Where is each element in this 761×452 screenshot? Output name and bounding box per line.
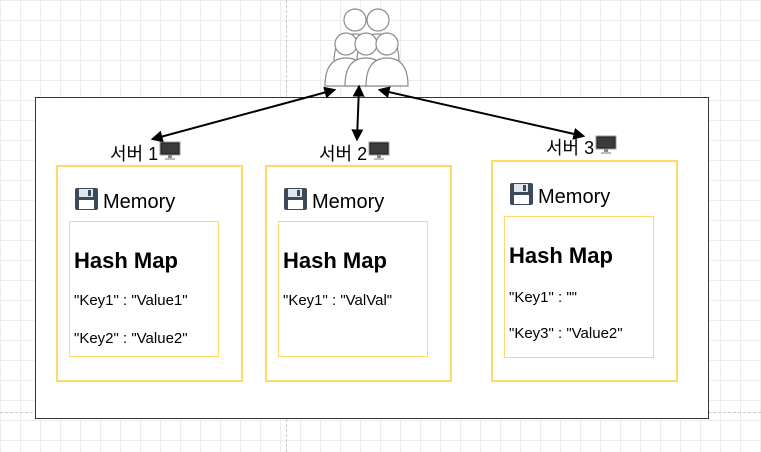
floppy-disk-icon bbox=[283, 187, 309, 217]
map-entry: "Key3" : "Value2" bbox=[509, 325, 623, 342]
memory-label: Memory bbox=[103, 190, 176, 213]
map-entry: "Key2" : "Value2" bbox=[74, 330, 188, 347]
server-3-name: 서버 3 bbox=[546, 137, 595, 158]
server-2-name: 서버 2 bbox=[319, 143, 368, 164]
arrow-users-server-1 bbox=[150, 86, 337, 143]
map-entry: "Key1" : "" bbox=[509, 289, 577, 306]
memory-title: Memory bbox=[509, 182, 610, 212]
server-3-memory: Memory Hash Map "Key1" : "" "Key3" : "Va… bbox=[491, 160, 678, 382]
memory-label: Memory bbox=[538, 185, 611, 208]
server-1-memory: Memory Hash Map "Key1" : "Value1" "Key2"… bbox=[56, 165, 243, 382]
hash-map-title: Hash Map bbox=[74, 248, 178, 273]
server-1-label: 서버 1 bbox=[110, 139, 182, 166]
floppy-disk-icon bbox=[74, 187, 100, 217]
map-entry: "Key1" : "ValVal" bbox=[283, 292, 393, 309]
server-2-memory: Memory Hash Map "Key1" : "ValVal" bbox=[265, 165, 452, 382]
desktop-computer-icon bbox=[594, 133, 618, 160]
memory-label: Memory bbox=[312, 190, 385, 213]
map-entry: "Key1" : "Value1" bbox=[74, 292, 188, 309]
server-1-name: 서버 1 bbox=[110, 143, 159, 164]
memory-title: Memory bbox=[74, 187, 175, 217]
hash-map-title: Hash Map bbox=[283, 248, 387, 273]
floppy-disk-icon bbox=[509, 182, 535, 212]
desktop-computer-icon bbox=[367, 139, 391, 166]
server-2-label: 서버 2 bbox=[319, 139, 391, 166]
server-2-hash-map: Hash Map "Key1" : "ValVal" bbox=[278, 221, 428, 357]
users-group-icon[interactable] bbox=[324, 8, 409, 87]
server-3-label: 서버 3 bbox=[546, 133, 618, 160]
desktop-computer-icon bbox=[158, 139, 182, 166]
hash-map-title: Hash Map bbox=[509, 243, 613, 268]
memory-title: Memory bbox=[283, 187, 384, 217]
arrow-users-server-2 bbox=[351, 84, 365, 142]
server-1-hash-map: Hash Map "Key1" : "Value1" "Key2" : "Val… bbox=[69, 221, 219, 357]
server-3-hash-map: Hash Map "Key1" : "" "Key3" : "Value2" bbox=[504, 216, 654, 358]
arrow-users-server-3 bbox=[377, 86, 586, 140]
